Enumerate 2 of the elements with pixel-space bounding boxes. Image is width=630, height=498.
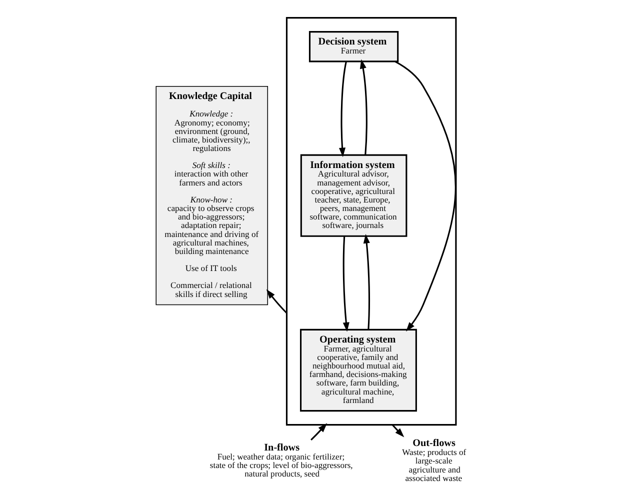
node-text: Out-flows Waste; products of large-scale agriculture and associated waste bbox=[402, 438, 466, 483]
node-text: In-flows Fuel; weather data; organic fertilizer; state of the crops; level of bio-aggressors, natural products, seed bbox=[210, 442, 353, 479]
